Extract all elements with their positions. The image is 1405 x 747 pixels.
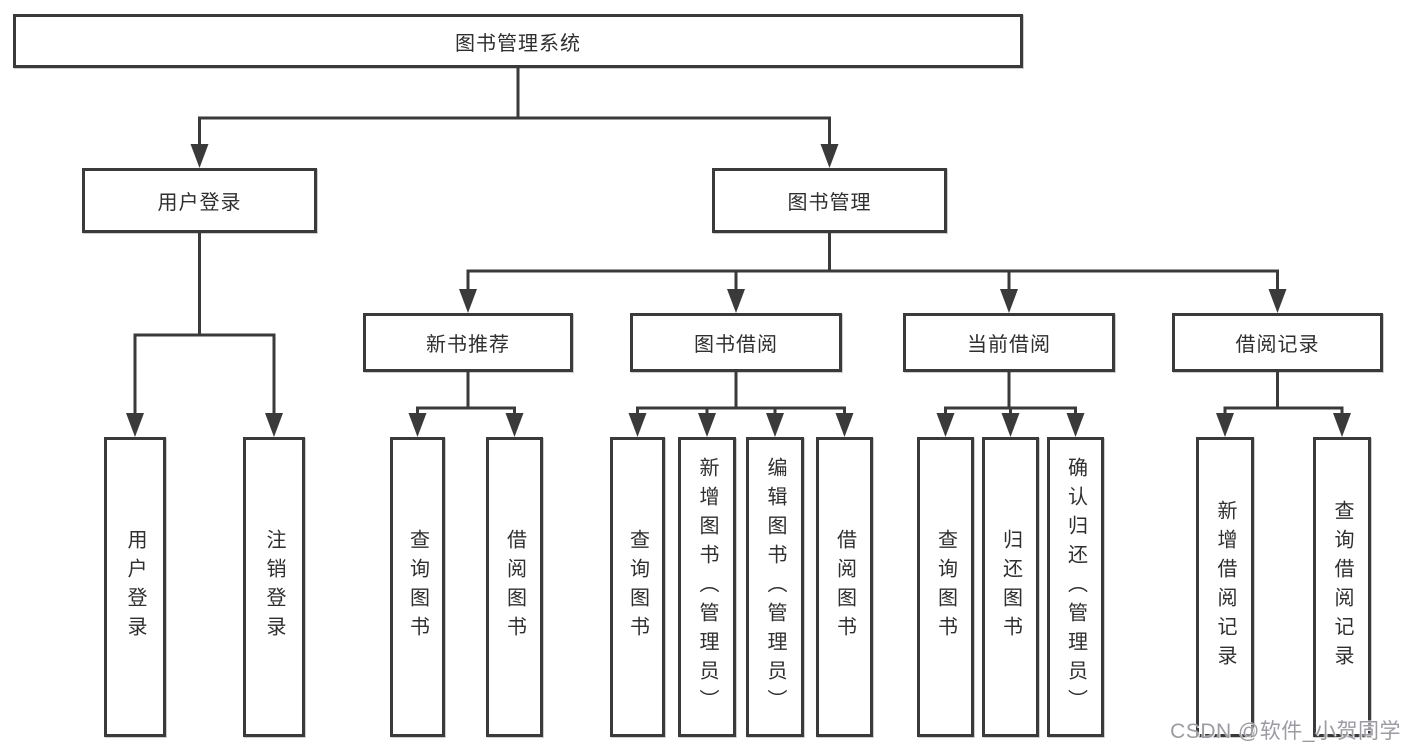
node-book-borrowing: 图书借阅 bbox=[630, 313, 842, 372]
node-label: 借阅图书 bbox=[833, 529, 856, 645]
leaf-add-borrow-record: 新增借阅记录 bbox=[1196, 437, 1254, 737]
node-label: 新增借阅记录 bbox=[1214, 500, 1236, 674]
node-label: 图书借阅 bbox=[694, 334, 778, 356]
node-new-book-recommend: 新书推荐 bbox=[363, 313, 573, 372]
node-label: 用户登录 bbox=[157, 192, 242, 214]
leaf-logout: 注销登录 bbox=[243, 437, 305, 737]
node-label: 编辑图书（管理员） bbox=[764, 456, 786, 718]
node-label: 查询图书 bbox=[406, 529, 429, 645]
node-borrowing-records: 借阅记录 bbox=[1172, 313, 1383, 372]
csdn-watermark: CSDN @软件_小贺同学 bbox=[1170, 720, 1401, 743]
node-label: 归还图书 bbox=[999, 529, 1022, 645]
leaf-query-borrow-record: 查询借阅记录 bbox=[1313, 437, 1371, 737]
leaf-user-login: 用户登录 bbox=[104, 437, 166, 737]
node-label: 图书管理 bbox=[787, 192, 872, 214]
leaf-query-books-current: 查询图书 bbox=[917, 437, 974, 737]
node-label: 查询图书 bbox=[934, 529, 957, 645]
node-label: 当前借阅 bbox=[967, 334, 1051, 356]
node-label: 新书推荐 bbox=[426, 334, 510, 356]
node-label: 图书管理系统 bbox=[455, 32, 581, 55]
leaf-edit-book-admin: 编辑图书（管理员） bbox=[746, 437, 804, 737]
leaf-query-books-borrowing: 查询图书 bbox=[610, 437, 665, 737]
node-book-management-system: 图书管理系统 bbox=[13, 14, 1023, 68]
node-book-management-branch: 图书管理 bbox=[712, 168, 947, 233]
node-user-login-branch: 用户登录 bbox=[82, 168, 317, 233]
leaf-return-book: 归还图书 bbox=[982, 437, 1039, 737]
node-label: 注销登录 bbox=[263, 529, 285, 645]
node-label: 借阅图书 bbox=[503, 529, 526, 645]
leaf-add-book-admin: 新增图书（管理员） bbox=[678, 437, 736, 737]
leaf-query-books-recommend: 查询图书 bbox=[390, 437, 445, 737]
node-label: 新增图书（管理员） bbox=[696, 456, 718, 718]
node-label: 查询借阅记录 bbox=[1331, 500, 1353, 674]
node-label: 查询图书 bbox=[626, 529, 649, 645]
node-label: 借阅记录 bbox=[1235, 334, 1320, 356]
leaf-confirm-return-admin: 确认归还（管理员） bbox=[1047, 437, 1104, 737]
node-label: 用户登录 bbox=[124, 529, 146, 645]
leaf-borrow-books-recommend: 借阅图书 bbox=[486, 437, 543, 737]
node-current-borrowing: 当前借阅 bbox=[903, 313, 1115, 372]
leaf-borrow-books-borrowing: 借阅图书 bbox=[816, 437, 873, 737]
node-label: 确认归还（管理员） bbox=[1064, 456, 1087, 718]
